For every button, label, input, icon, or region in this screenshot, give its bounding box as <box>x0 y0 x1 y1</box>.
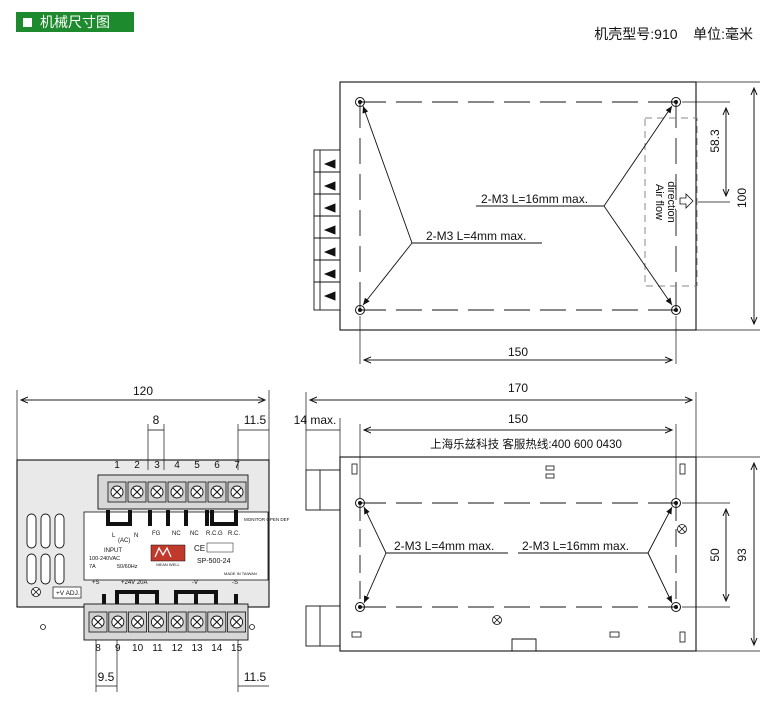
terminal-screw-icon <box>167 481 187 503</box>
terminal-number: 2 <box>134 460 140 471</box>
input-voltage: 100-240VAC <box>89 556 120 562</box>
model-info: 机壳型号:910 单位:毫米 <box>594 26 753 42</box>
contact-hotline: 上海乐兹科技 客服热线:400 600 0430 <box>430 437 622 451</box>
airflow-arrow-icon <box>679 193 694 209</box>
airflow-zone <box>644 117 698 287</box>
terminal-screw-icon <box>147 481 167 503</box>
terminal-number: 4 <box>174 460 180 471</box>
made-in-label: MADE IN TAIWAN <box>224 571 257 576</box>
terminal-screw-icon <box>207 611 227 633</box>
terminal-number: 9 <box>115 643 121 654</box>
output-label-v-minus: -V <box>192 580 198 586</box>
airflow-label-1: Air flow <box>653 184 665 220</box>
output-label-s-minus: -S <box>232 580 238 586</box>
terminal-number: 10 <box>132 643 144 654</box>
terminal-number: 15 <box>231 643 243 654</box>
terminal-number: 8 <box>95 643 101 654</box>
output-label-24v: +24V 20A <box>121 580 148 586</box>
top-view: Air flow direction 2-M3 L=4mm max. 2-M3 … <box>313 81 760 364</box>
terminal-number: 5 <box>194 460 200 471</box>
terminal-number: 14 <box>211 643 223 654</box>
vent-slots <box>26 513 65 585</box>
vadj-box <box>52 586 82 599</box>
terminal-profile-bottom <box>305 605 341 647</box>
terminal-label-nc2: NC <box>190 531 199 537</box>
terminal-screw-icon <box>127 481 147 503</box>
side-view-outline <box>339 456 697 652</box>
terminal-bus-bars-bottom <box>102 590 238 604</box>
terminal-screw-icon <box>187 481 207 503</box>
terminal-screw-icon <box>227 481 247 503</box>
front-dim-11-5-bottom: 11.5 <box>244 670 267 684</box>
terminal-number: 3 <box>154 460 160 471</box>
side-dim-50: 50 <box>708 548 722 562</box>
output-label-s-plus: +S <box>92 580 100 586</box>
terminal-screw-icon <box>227 611 247 633</box>
terminal-screw-icon <box>107 481 127 503</box>
terminal-number: 1 <box>114 460 120 471</box>
terminal-label-l: L <box>112 533 116 539</box>
top-screw-long-label: 2-M3 L=16mm max. <box>481 192 588 206</box>
top-terminal-numbers: 1 2 3 4 5 6 7 <box>114 460 240 471</box>
cert-marks-icon <box>206 542 234 553</box>
terminal-screw-icon <box>147 611 167 633</box>
terminal-screw-icon <box>207 481 227 503</box>
square-icon <box>23 17 32 27</box>
top-terminal-screws <box>107 481 247 503</box>
front-dim-8: 8 <box>153 413 160 427</box>
top-dim-150: 150 <box>508 345 528 359</box>
side-terminal-strip <box>313 149 341 311</box>
side-view: 2-M3 L=4mm max. 2-M3 L=16mm max. 上海乐兹科技 … <box>294 381 760 652</box>
front-dim-9-5: 9.5 <box>98 670 115 684</box>
terminal-bus-bars-top <box>106 510 238 526</box>
input-frequency: 50/60Hz <box>117 564 138 570</box>
front-dim-11-5-top: 11.5 <box>244 413 267 427</box>
side-dim-170: 170 <box>508 381 528 395</box>
section-header: 机械尺寸图 <box>16 12 134 32</box>
terminal-number: 6 <box>214 460 220 471</box>
bottom-terminal-numbers: 8 9 10 11 12 13 14 15 <box>95 643 242 654</box>
side-dim-93: 93 <box>735 548 749 562</box>
vadj-label: +V ADJ. <box>56 590 80 597</box>
brand-label: MEAN WELL <box>156 562 180 567</box>
front-dim-120: 120 <box>133 384 153 398</box>
top-dim-100: 100 <box>735 188 749 208</box>
input-current: 7A <box>89 564 96 570</box>
side-dim-14-max: 14 max. <box>294 413 337 427</box>
terminal-screw-icon <box>167 611 187 633</box>
terminal-number: 12 <box>172 643 184 654</box>
terminal-number: 13 <box>191 643 203 654</box>
top-screw-short-label: 2-M3 L=4mm max. <box>426 229 526 243</box>
side-dim-150: 150 <box>508 412 528 426</box>
monitor-label: MONITOR OPEN DEF <box>244 517 290 522</box>
ac-label: (AC) <box>118 538 130 544</box>
terminal-label-rc: R.C. <box>228 531 240 537</box>
side-screw-icon <box>492 615 502 625</box>
model-label: SP-500-24 <box>197 558 231 565</box>
terminal-screw-icon <box>128 611 148 633</box>
terminal-number: 7 <box>234 460 240 471</box>
terminal-label-fg: FG <box>152 531 161 537</box>
ce-mark-icon: CE <box>194 544 205 553</box>
input-label: INPUT <box>104 548 122 554</box>
small-hole <box>249 624 255 630</box>
side-screw-long-label: 2-M3 L=16mm max. <box>522 539 629 553</box>
terminal-screw-icon <box>108 611 128 633</box>
terminal-profile-top <box>305 469 341 511</box>
terminal-label-rcg: R.C.G <box>206 531 223 537</box>
terminal-screw-icon <box>187 611 207 633</box>
airflow-label-2: direction <box>665 181 677 223</box>
terminal-label-nc1: NC <box>172 531 181 537</box>
terminal-number: 11 <box>152 643 163 654</box>
section-title: 机械尺寸图 <box>40 14 110 30</box>
small-hole <box>40 624 46 630</box>
terminal-label-n: N <box>134 533 138 539</box>
side-screw-short-label: 2-M3 L=4mm max. <box>394 539 494 553</box>
side-screw-icon <box>677 524 687 534</box>
top-dim-58: 58.3 <box>708 129 722 153</box>
terminal-screw-icon <box>88 611 108 633</box>
